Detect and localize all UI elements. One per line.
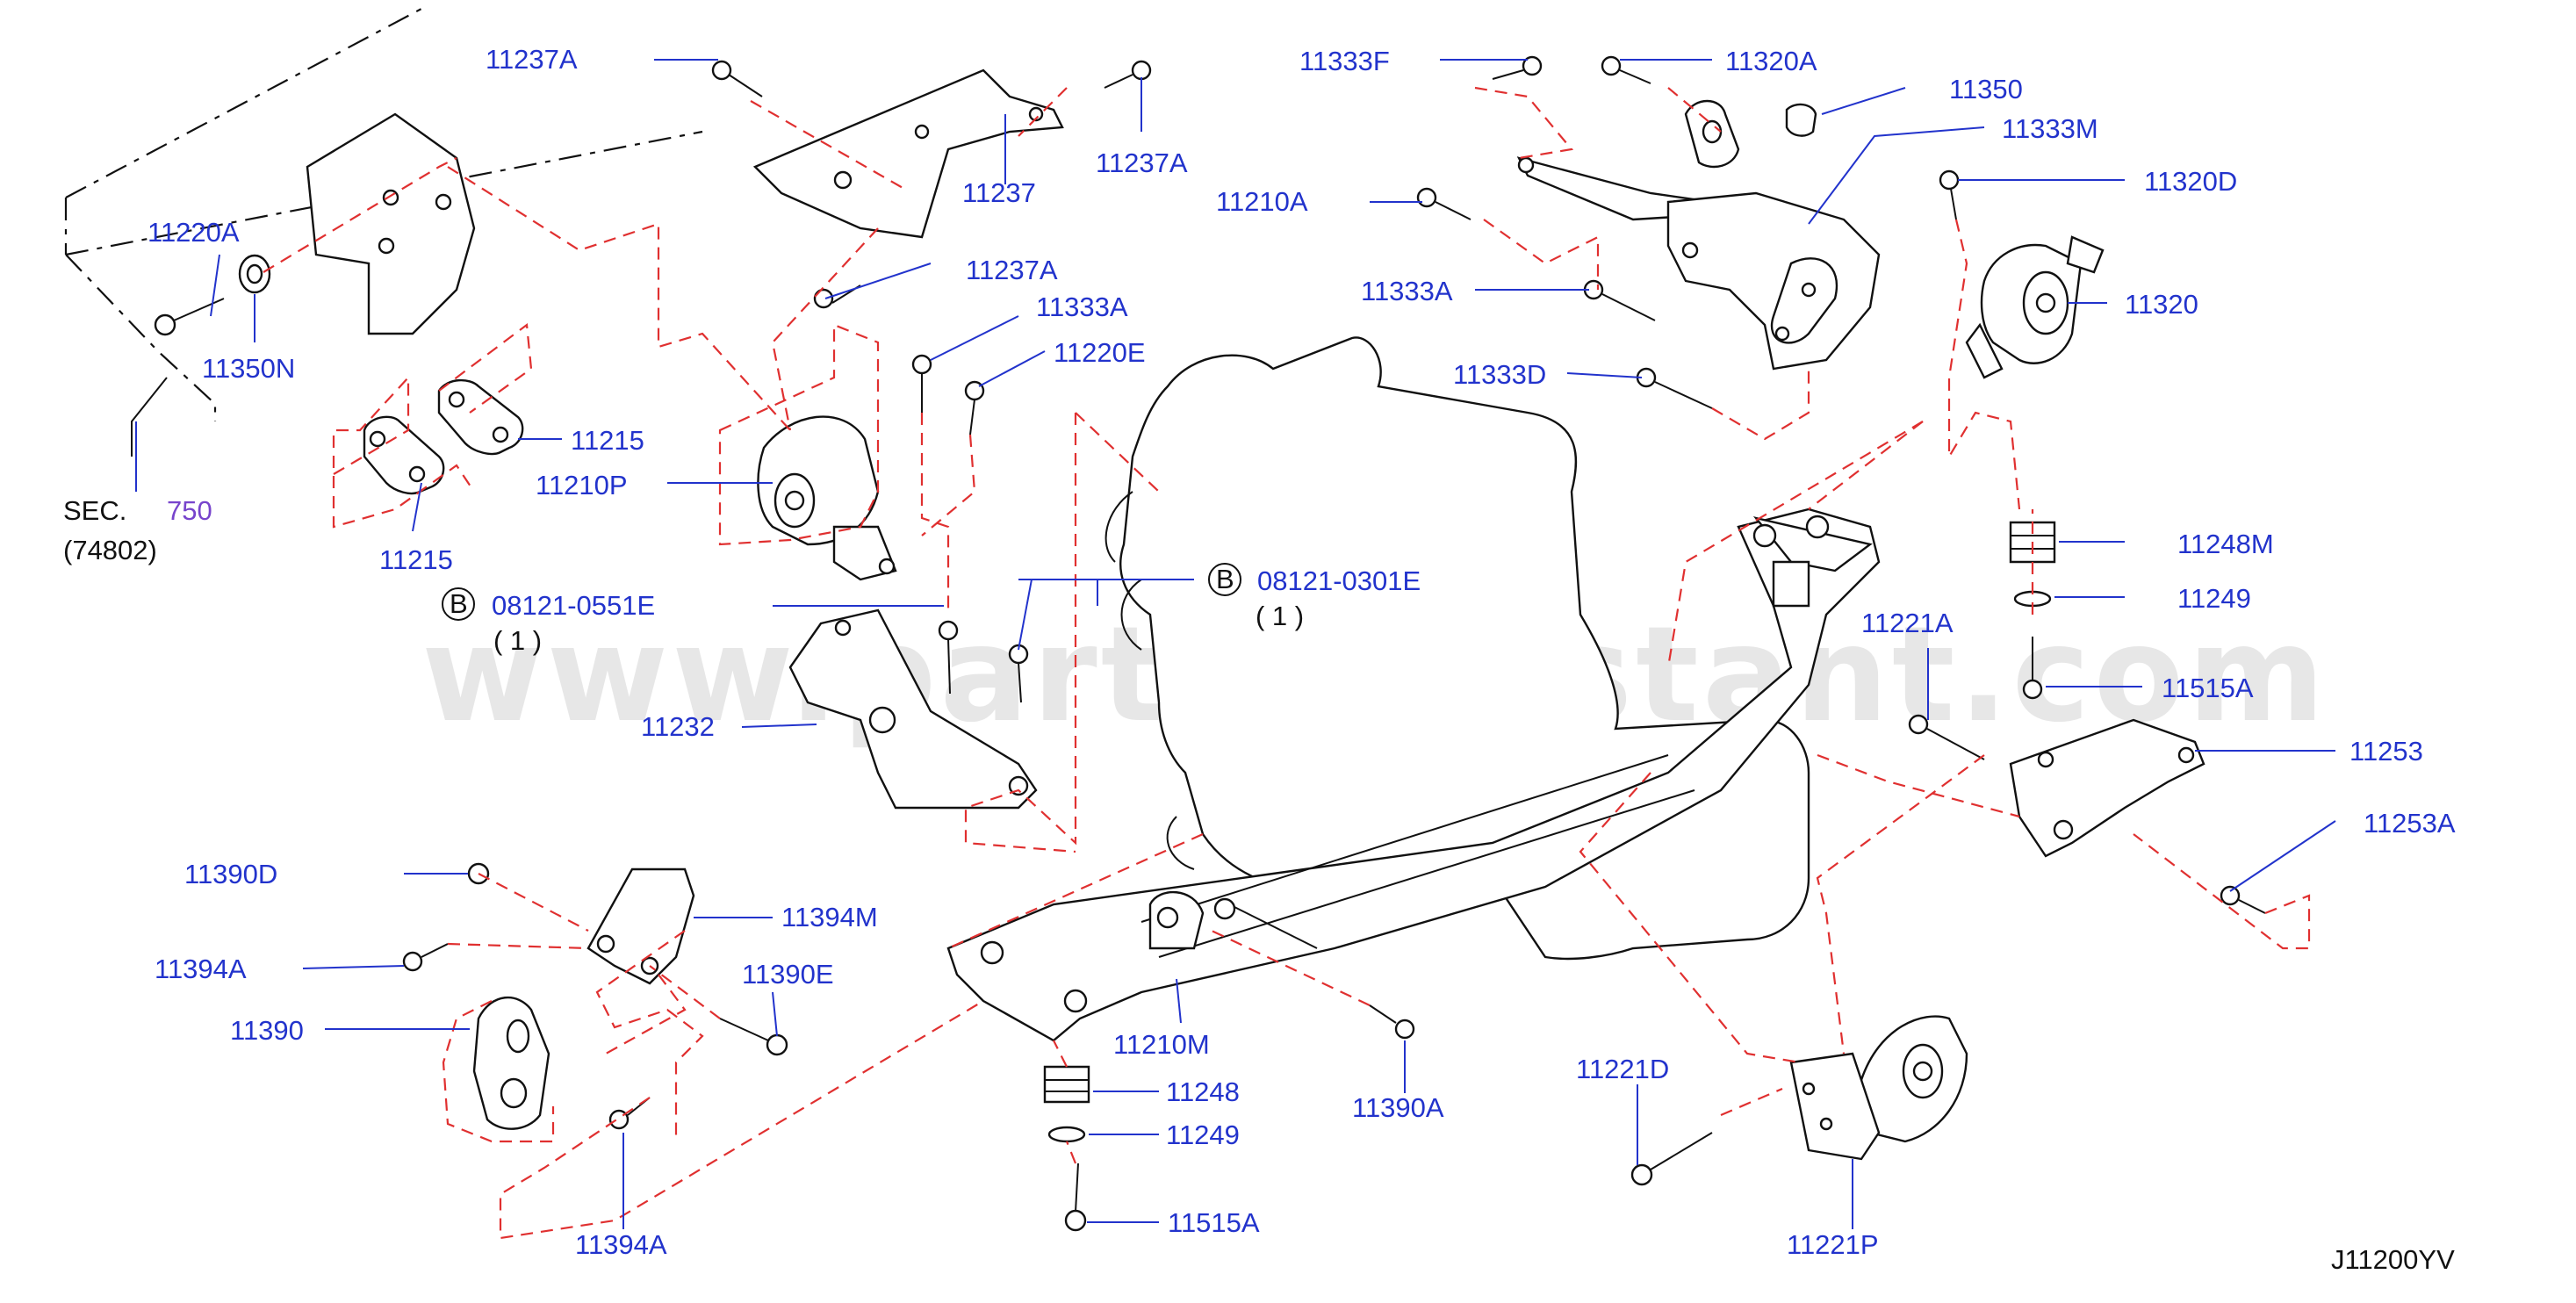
- bracket-11394m: [586, 867, 695, 985]
- label-11237a[interactable]: 11237A: [1096, 148, 1188, 178]
- label-11221a[interactable]: 11221A: [1861, 608, 1954, 638]
- callout-part-number[interactable]: 08121-0301E: [1257, 565, 1421, 596]
- bracket-11232: [788, 608, 1038, 810]
- label-11333m[interactable]: 11333M: [2002, 113, 2098, 144]
- label-11350[interactable]: 11350: [1949, 74, 2023, 104]
- bracket-11253: [2009, 718, 2205, 858]
- bolt-11221d: [1630, 1132, 1713, 1186]
- section-reference[interactable]: SEC. 750 (74802): [63, 495, 212, 565]
- callout-b-circle: [1208, 563, 1241, 596]
- label-11221p[interactable]: 11221P: [1787, 1229, 1879, 1260]
- bolt-11237a-1: [711, 60, 763, 97]
- label-11237a[interactable]: 11237A: [966, 255, 1058, 285]
- diagram-code: J11200YV: [2331, 1244, 2455, 1275]
- label-11248m[interactable]: 11248M: [2177, 529, 2274, 559]
- bolt-callout-right[interactable]: B 08121-0301E ( 1 ): [1208, 563, 1421, 631]
- bolt-11220a: [154, 298, 225, 336]
- label-11333a[interactable]: 11333A: [1036, 292, 1128, 322]
- label-11394a[interactable]: 11394A: [575, 1229, 667, 1260]
- bolt-11333a-2: [1583, 279, 1656, 321]
- callout-quantity: ( 1 ): [1256, 601, 1304, 631]
- label-11215[interactable]: 11215: [379, 544, 453, 575]
- spacers-11215: [363, 378, 524, 495]
- label-11394m[interactable]: 11394M: [781, 902, 878, 932]
- bolt-11515a-1: [2022, 637, 2043, 700]
- label-11215[interactable]: 11215: [571, 425, 644, 456]
- bolt-11333f: [1492, 55, 1543, 80]
- section-number-link[interactable]: 750: [167, 495, 212, 526]
- callout-quantity: ( 1 ): [493, 625, 542, 656]
- label-11515a[interactable]: 11515A: [2162, 673, 2254, 703]
- label-11210p[interactable]: 11210P: [536, 470, 628, 500]
- body-bracket: [306, 112, 476, 335]
- label-11333f[interactable]: 11333F: [1299, 46, 1390, 76]
- stopper-11350n: [238, 254, 271, 294]
- label-11333d[interactable]: 11333D: [1453, 359, 1546, 390]
- callout-b-letter: B: [450, 588, 468, 619]
- label-11390e[interactable]: 11390E: [742, 959, 834, 990]
- label-11390d[interactable]: 11390D: [184, 859, 277, 889]
- bolt-11515a-2: [1064, 1163, 1087, 1232]
- leader-lines: [135, 59, 2336, 1229]
- label-11253[interactable]: 11253: [2349, 736, 2423, 767]
- bracket-11237: [752, 68, 1064, 239]
- bolt-11333d: [1636, 367, 1713, 409]
- bolt-11210a: [1416, 187, 1471, 220]
- label-11221d[interactable]: 11221D: [1576, 1054, 1669, 1084]
- bolt-11333a-1: [911, 354, 932, 413]
- label-11515a[interactable]: 11515A: [1168, 1207, 1260, 1238]
- label-11237[interactable]: 11237: [962, 177, 1036, 208]
- label-11210a[interactable]: 11210A: [1216, 186, 1308, 217]
- label-11390a[interactable]: 11390A: [1352, 1092, 1444, 1123]
- label-11350n[interactable]: 11350N: [202, 353, 295, 384]
- label-11249[interactable]: 11249: [1166, 1119, 1240, 1150]
- label-11210m[interactable]: 11210M: [1113, 1029, 1210, 1060]
- label-11390[interactable]: 11390: [230, 1015, 304, 1046]
- bolt-callout-left[interactable]: B 08121-0551E ( 1 ): [442, 587, 655, 656]
- center-member: [946, 508, 1881, 1042]
- label-11248[interactable]: 11248: [1166, 1076, 1240, 1107]
- callout-part-number[interactable]: 08121-0551E: [492, 590, 655, 621]
- label-11249[interactable]: 11249: [2177, 583, 2251, 614]
- label-11333a[interactable]: 11333A: [1361, 276, 1453, 306]
- bolt-11237a-3: [813, 284, 861, 309]
- section-prefix: SEC.: [63, 495, 126, 526]
- bolt-11220e: [964, 380, 985, 436]
- dashed-assembly-lines: [263, 86, 2311, 1240]
- callout-b-letter: B: [1216, 564, 1234, 594]
- bolt-11253a: [2220, 885, 2266, 914]
- bolt-11320a: [1601, 55, 1651, 84]
- label-11220e[interactable]: 11220E: [1054, 337, 1146, 368]
- label-11237a[interactable]: 11237A: [486, 44, 578, 75]
- label-11253a[interactable]: 11253A: [2364, 808, 2456, 839]
- bolt-11320d: [1939, 169, 1960, 220]
- callout-b-circle: [442, 587, 475, 621]
- bolt-11390a: [1369, 1004, 1415, 1040]
- label-11320d[interactable]: 11320D: [2144, 166, 2237, 197]
- part-labels: 11237A 11237A 11237 11237A 11220A 11350N…: [148, 44, 2456, 1260]
- mount-11320: [1965, 235, 2105, 379]
- mount-11210p: [757, 415, 897, 581]
- label-11320[interactable]: 11320: [2125, 289, 2198, 320]
- bolt-11390e: [719, 1018, 788, 1056]
- mount-11390: [472, 997, 550, 1130]
- bolt-0551e: [938, 620, 959, 695]
- bolt-11394a-1: [402, 943, 449, 972]
- insulator-11248: [1043, 1065, 1090, 1143]
- label-11320a[interactable]: 11320A: [1725, 46, 1817, 76]
- label-11220a[interactable]: 11220A: [148, 217, 240, 248]
- mount-11221p: [1789, 1015, 1968, 1161]
- section-subref: (74802): [63, 535, 157, 565]
- mount-11333m: [1516, 99, 1881, 371]
- bolt-11237a-2: [1104, 60, 1152, 89]
- label-11232[interactable]: 11232: [641, 711, 715, 742]
- bolt-0301e: [1008, 644, 1029, 703]
- bolt-11221a: [1908, 714, 1985, 760]
- label-11394a[interactable]: 11394A: [155, 954, 247, 984]
